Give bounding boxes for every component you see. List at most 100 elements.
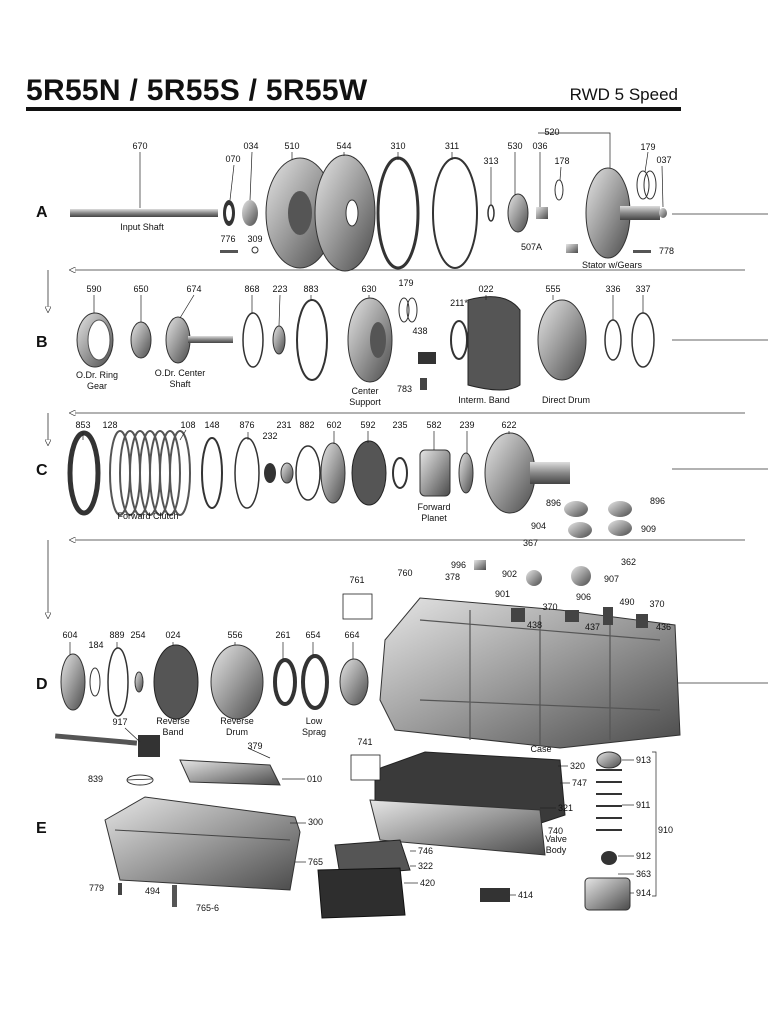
part-name-label: Body (546, 845, 567, 855)
part-number-label: 024 (165, 630, 180, 640)
part-number-label: 363 (636, 869, 651, 879)
part-number-label: 337 (635, 284, 650, 294)
part-number-label: 223 (272, 284, 287, 294)
part-name-label: Sprag (302, 727, 326, 737)
part-name-label: Support (349, 397, 381, 407)
page-subtitle: RWD 5 Speed (569, 85, 678, 104)
part-number-label: 853 (75, 420, 90, 430)
leader-lines (69, 132, 664, 897)
part-number-label: 896 (650, 496, 665, 506)
part-number-label: 309 (247, 234, 262, 244)
part-name-label: Planet (421, 513, 447, 523)
part-number-label: 996 (451, 560, 466, 570)
part-number-label: 362 (621, 557, 636, 567)
part-number-label: 630 (361, 284, 376, 294)
row-label-c: C (36, 462, 48, 479)
part-name-label: O.Dr. Ring (76, 370, 118, 380)
part-number-label: 231 (276, 420, 291, 430)
part-name-label: Drum (226, 727, 248, 737)
part-number-label: 556 (227, 630, 242, 640)
part-number-label: 839 (88, 774, 103, 784)
part-name-label: Low (306, 716, 323, 726)
part-number-label: 912 (636, 851, 651, 861)
part-number-label: 765-6 (196, 903, 219, 913)
part-number-label: 414 (518, 890, 533, 900)
part-number-label: 494 (145, 886, 160, 896)
part-number-label: 907 (604, 574, 619, 584)
page-title: 5R55N / 5R55S / 5R55W (26, 74, 368, 107)
part-number-label: 622 (501, 420, 516, 430)
part-number-label: 670 (132, 141, 147, 151)
part-number-label: 420 (420, 878, 435, 888)
part-number-label: 882 (299, 420, 314, 430)
part-name-label: Direct Drum (542, 395, 590, 405)
row-d-parts (60, 560, 681, 749)
part-number-label: 917 (112, 717, 127, 727)
part-number-label: 889 (109, 630, 124, 640)
part-number-label: 379 (247, 741, 262, 751)
part-name-label: Band (162, 727, 183, 737)
part-number-label: 321 (558, 803, 573, 813)
part-number-label: 437 (585, 622, 600, 632)
part-number-label: 128 (102, 420, 117, 430)
part-number-label: 747 (572, 778, 587, 788)
part-name-label: Center (351, 386, 378, 396)
row-label-a: A (36, 204, 48, 221)
part-name-label: Gear (87, 381, 107, 391)
part-number-label: 740 (548, 826, 563, 836)
part-number-label: 261 (275, 630, 290, 640)
part-name-label: Reverse (156, 716, 190, 726)
part-number-label: 761 (349, 575, 364, 585)
part-name-label: Valve (545, 834, 567, 844)
part-number-label: 778 (659, 246, 674, 256)
part-number-label: 909 (641, 524, 656, 534)
part-number-label: 868 (244, 284, 259, 294)
row-label-b: B (36, 334, 48, 351)
part-number-label: 211* (450, 298, 468, 308)
part-number-label: 036 (532, 141, 547, 151)
part-number-label: 914 (636, 888, 651, 898)
row-label-e: E (36, 820, 47, 837)
part-number-label: 902 (502, 569, 517, 579)
part-number-label: 436 (656, 622, 671, 632)
part-number-label: 654 (305, 630, 320, 640)
vb-parts-box (350, 754, 381, 781)
part-number-label: 320 (570, 761, 585, 771)
row-b-parts (76, 296, 655, 391)
part-name-label: Forward Clutch (117, 511, 178, 521)
part-name-label: Input Shaft (120, 222, 164, 232)
part-name-label: O.Dr. Center (155, 368, 206, 378)
row-a-parts (70, 154, 667, 272)
part-number-label: 034 (243, 141, 258, 151)
part-number-label: 520 (544, 127, 559, 137)
part-number-label: 906 (576, 592, 591, 602)
part-number-label: 876 (239, 420, 254, 430)
part-number-label: 378 (445, 572, 460, 582)
part-number-label: 507A (521, 242, 542, 252)
part-number-label: 582 (426, 420, 441, 430)
part-number-label: 590 (86, 284, 101, 294)
part-number-label: 311 (445, 141, 459, 151)
part-number-label: 604 (62, 630, 77, 640)
row-c-parts (67, 430, 632, 538)
part-number-label: 664 (344, 630, 359, 640)
part-number-label: 760 (397, 568, 412, 578)
part-number-label: 438 (527, 620, 542, 630)
part-number-label: 783 (397, 384, 412, 394)
part-number-label: 765 (308, 857, 323, 867)
part-name-label: Interm. Band (458, 395, 510, 405)
part-number-label: 883 (303, 284, 318, 294)
part-number-label: 239 (459, 420, 474, 430)
part-number-label: 254 (130, 630, 145, 640)
part-number-label: 555 (545, 284, 560, 294)
part-number-label: 108 (180, 420, 195, 430)
part-number-label: 336 (605, 284, 620, 294)
part-number-label: 674 (186, 284, 201, 294)
part-name-label: Reverse (220, 716, 254, 726)
part-number-label: 901 (495, 589, 510, 599)
flow-lines (48, 213, 768, 684)
part-number-label: 232 (262, 431, 277, 441)
